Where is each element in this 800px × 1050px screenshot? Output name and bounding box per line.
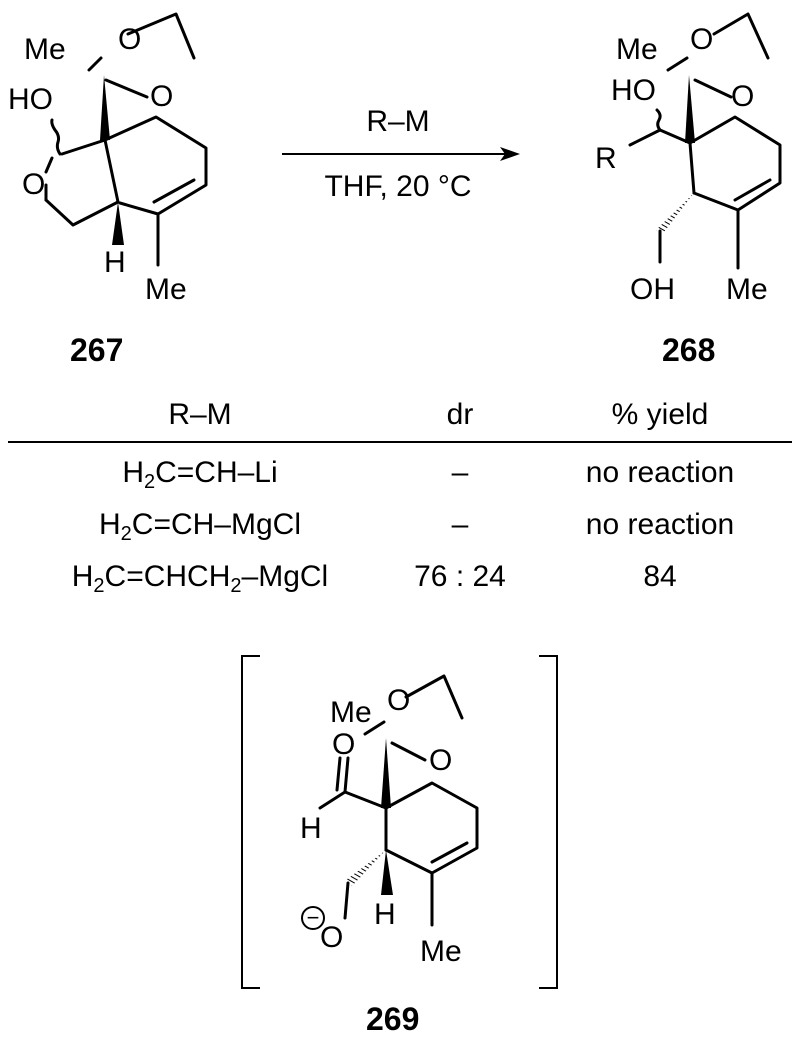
reagent-cell: H2C=CH–Li	[122, 456, 278, 493]
reaction-arrow	[282, 147, 520, 161]
yield-cell: 84	[643, 560, 677, 593]
atom-label: O	[731, 80, 754, 113]
compound-label-269: 269	[366, 1001, 419, 1037]
table-header-row: R–M dr % yield	[0, 398, 800, 438]
arrow-conditions: THF, 20 °C	[324, 170, 471, 203]
atom-label: Me	[330, 696, 372, 729]
reagent-cell: H2C=CHCH2–MgCl	[71, 560, 329, 597]
atom-label: Me	[24, 33, 66, 66]
atom-label: O	[150, 80, 173, 113]
atom-label: O	[22, 168, 45, 201]
dr-cell: –	[451, 456, 469, 489]
table-row: H2C=CHCH2–MgCl 76 : 24 84	[0, 560, 800, 600]
atom-label: H	[104, 246, 126, 279]
atom-label: H	[374, 898, 396, 931]
atom-label: OH	[630, 273, 675, 306]
reagent-cell: H2C=CH–MgCl	[98, 508, 301, 545]
atom-label: R	[595, 142, 617, 175]
compound-label-267: 267	[70, 332, 123, 368]
atom-label: O	[118, 23, 141, 56]
yield-cell: no reaction	[585, 508, 735, 541]
atom-label: Me	[145, 273, 187, 306]
atom-label: Me	[726, 273, 768, 306]
atom-label: HO	[8, 83, 53, 116]
atom-label: Me	[420, 935, 462, 968]
compound-267-structure: Me O O HO O H Me	[8, 12, 208, 306]
arrow-reagent: R–M	[366, 105, 429, 138]
atom-label: O	[332, 728, 355, 761]
charge-symbol: −	[307, 905, 320, 930]
table-divider	[8, 441, 792, 443]
compound-269-structure: Me O O O H − O H Me	[241, 655, 558, 989]
column-header-yield: % yield	[611, 398, 709, 431]
yield-cell: no reaction	[585, 456, 735, 489]
dr-cell: 76 : 24	[414, 560, 506, 593]
atom-label: Me	[616, 33, 658, 66]
compound-268-structure: Me O O HO R OH Me	[595, 12, 782, 306]
table-row: H2C=CH–MgCl – no reaction	[0, 508, 800, 548]
table-row: H2C=CH–Li – no reaction	[0, 456, 800, 496]
column-header-dr: dr	[446, 398, 474, 431]
column-header-rm: R–M	[168, 398, 232, 431]
atom-label: O	[387, 684, 410, 717]
compound-label-268: 268	[662, 332, 715, 368]
atom-label: O	[690, 23, 713, 56]
dr-cell: –	[451, 508, 469, 541]
atom-label: H	[300, 812, 322, 845]
atom-label: HO	[611, 74, 656, 107]
atom-label: O	[429, 744, 452, 777]
atom-label: O	[320, 921, 343, 954]
